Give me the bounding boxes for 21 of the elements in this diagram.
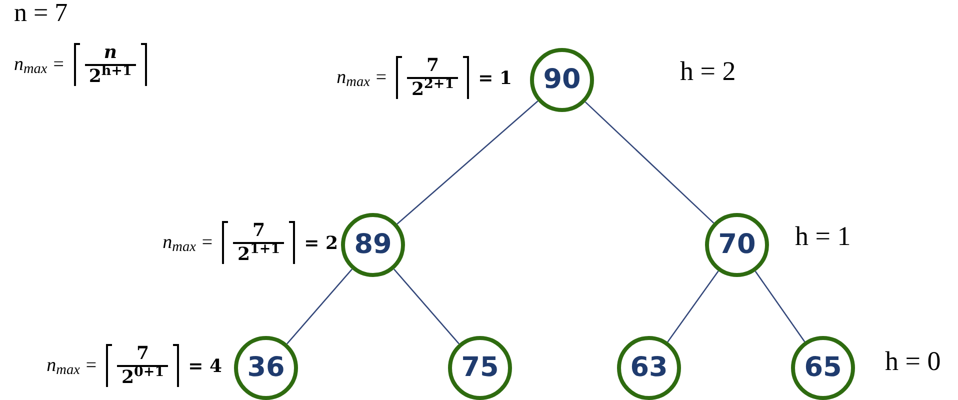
formula-text: = 1 xyxy=(478,66,512,90)
fraction-numerator: n xyxy=(104,42,117,64)
tree-edge xyxy=(754,270,806,342)
fraction-numerator: 7 xyxy=(426,55,440,77)
tree-edge xyxy=(286,268,352,344)
fraction-numerator: 7 xyxy=(252,220,266,242)
label-text: h = 1 xyxy=(795,223,851,250)
formula-text: n$_{max}$ = xyxy=(336,66,388,92)
formula-text: n$_{max}$ = xyxy=(162,230,214,258)
formula-text: = 4 xyxy=(188,354,222,378)
label-text: h = 2 xyxy=(680,58,736,85)
tree-edge xyxy=(394,268,460,344)
formula-text: n$_{max}$ = xyxy=(46,354,98,380)
label-text: h = 0 xyxy=(885,348,941,375)
tree-edge xyxy=(396,100,538,224)
tree-edge xyxy=(667,270,719,342)
fraction-numerator: 7 xyxy=(136,343,150,365)
tree-edge xyxy=(584,101,714,224)
label-text: n = 7 xyxy=(14,0,68,26)
formula-text: n$_{max}$ = xyxy=(14,52,65,80)
formula-text: = 2 xyxy=(304,232,338,256)
